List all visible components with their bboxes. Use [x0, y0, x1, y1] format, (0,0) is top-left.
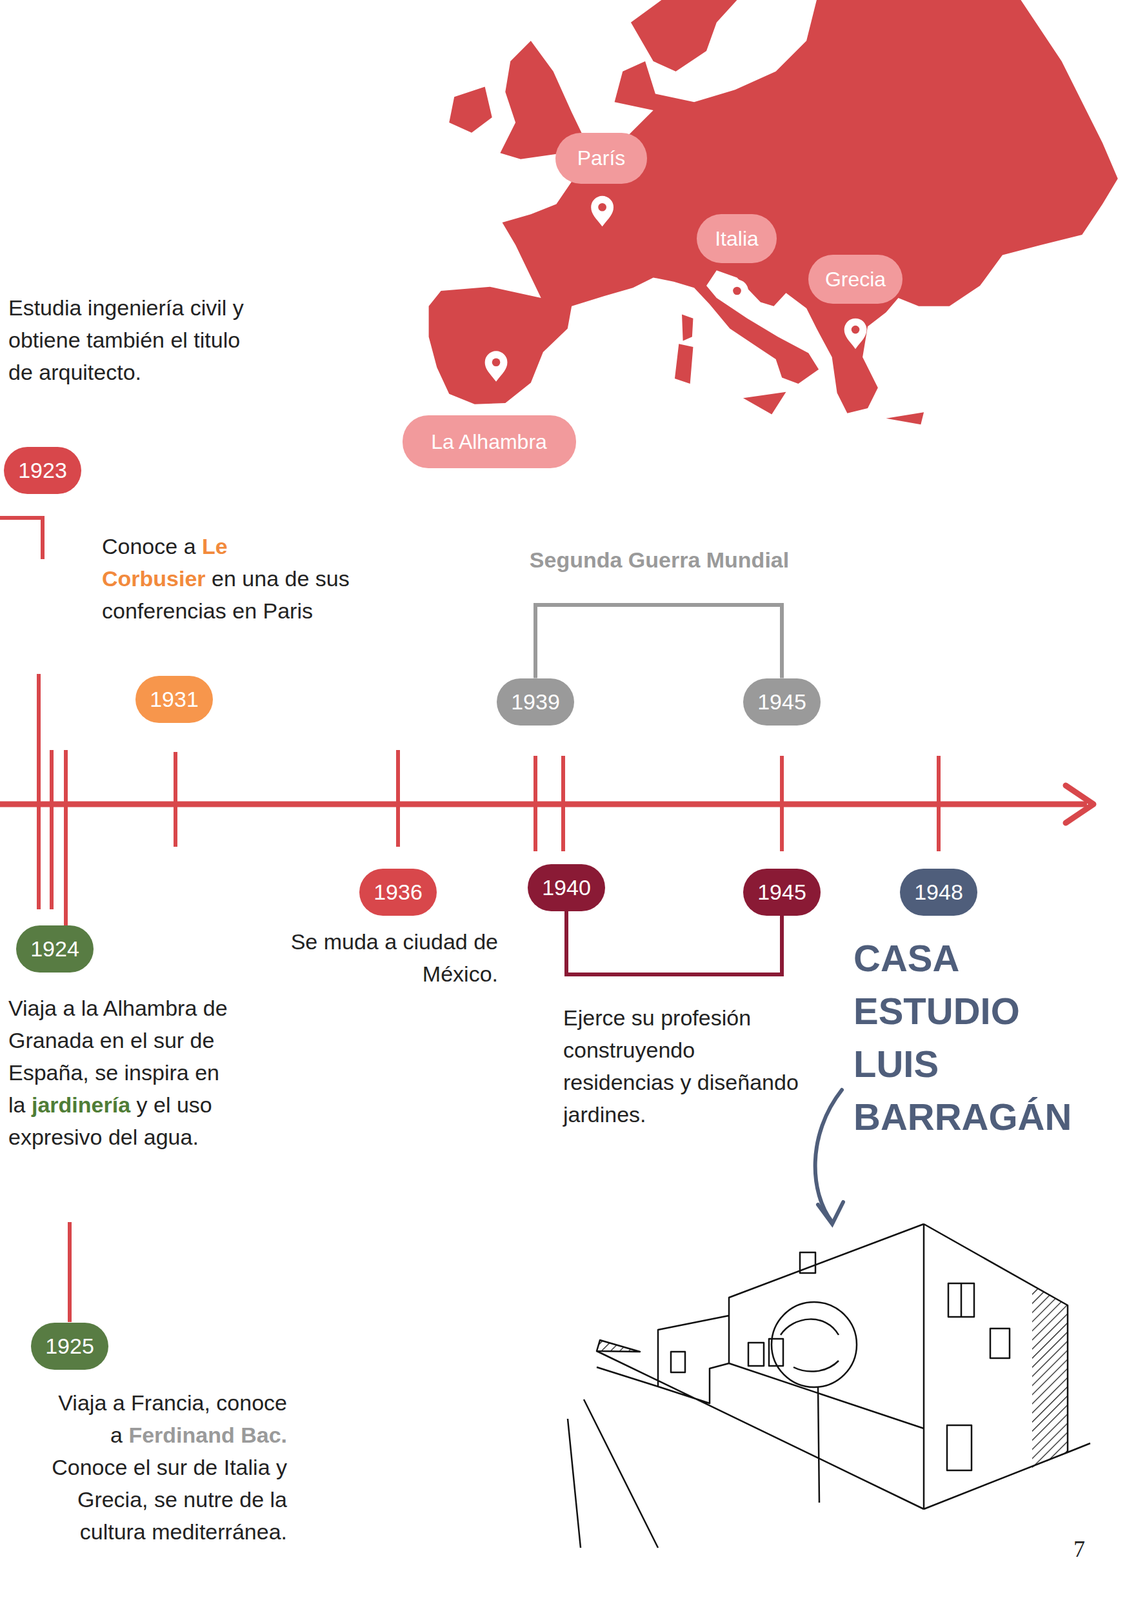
- pill-text: Italia: [714, 228, 759, 250]
- pill-text: 1948: [914, 881, 964, 904]
- bracket-connector: [535, 605, 782, 679]
- bracket-connector: [566, 911, 782, 976]
- sketch-flag: [596, 1340, 640, 1353]
- text-block: Segunda Guerra Mundial: [498, 545, 821, 575]
- highlight-text: jardinería: [31, 1092, 131, 1118]
- note-text: Se muda a ciudad de México.: [290, 929, 499, 987]
- pill-text: París: [577, 147, 626, 169]
- tick: [63, 750, 68, 929]
- note-text: Conoce el sur de Italia y Grecia, se nut…: [8, 1451, 288, 1549]
- pill-text: Grecia: [825, 269, 886, 290]
- note-text: Ejerce su profesión construyendo residen…: [563, 1005, 799, 1127]
- sketch-tree: [780, 1319, 839, 1504]
- text-block: Viaja a la Alhambra de Granada en el sur…: [8, 992, 248, 1154]
- text-block: CASA ESTUDIO LUIS BARRAGÁN: [853, 932, 1112, 1144]
- pointer-arrow: [815, 1090, 844, 1225]
- axis-arrowhead: [1065, 785, 1094, 824]
- sketch-tree: [771, 1302, 857, 1388]
- pill-text: 1939: [510, 690, 560, 713]
- highlight-text: Ferdinand Bac.: [128, 1423, 288, 1448]
- year-pill: 1945: [743, 678, 821, 726]
- pointer-head: [817, 1202, 844, 1225]
- sketch-window: [748, 1343, 764, 1367]
- year-pill: 1924: [16, 925, 94, 973]
- pin-hole: [851, 325, 860, 335]
- sketch-window: [990, 1328, 1010, 1359]
- sketch-hatching: [1032, 1286, 1068, 1469]
- sketch-outline: [567, 1224, 1091, 1549]
- year-pill: 1939: [496, 678, 575, 726]
- pill-text: 1924: [30, 937, 80, 960]
- place-pill: La Alhambra: [402, 415, 577, 469]
- pill-text: La Alhambra: [430, 431, 548, 453]
- highlight-text: Segunda Guerra Mundial: [529, 547, 789, 573]
- map-pin: [485, 350, 508, 382]
- text-block: 7: [1073, 1536, 1113, 1563]
- text-block: Viaja a Francia, conoce aFerdinand Bac.C…: [8, 1386, 288, 1549]
- sketch-window: [960, 1283, 963, 1318]
- text-block: Conoce aLe Corbusieren una de sus confer…: [101, 530, 360, 628]
- tick: [49, 750, 54, 910]
- pill-text: 1945: [757, 690, 807, 713]
- pill-text: 1945: [757, 881, 807, 904]
- year-pill: 1923: [3, 447, 82, 495]
- year-pill: 1945: [743, 868, 821, 917]
- place-pill: París: [555, 132, 648, 184]
- leader-line: [67, 1222, 72, 1323]
- year-pill: 1931: [135, 676, 213, 724]
- sketch-door: [947, 1425, 972, 1471]
- pill-text: 1931: [149, 688, 199, 711]
- sketch-chimney: [799, 1252, 816, 1274]
- sketch-window: [948, 1283, 975, 1318]
- pill-text: 1936: [373, 881, 423, 904]
- place-pill: Italia: [696, 214, 777, 264]
- leader-line: [0, 518, 43, 560]
- map-pin: [590, 196, 614, 227]
- year-pill: 1936: [359, 868, 437, 917]
- tick: [396, 750, 400, 848]
- year-pill: 1940: [527, 864, 606, 912]
- house-sketch: [567, 1224, 1091, 1549]
- note-text: 7: [1073, 1536, 1086, 1563]
- pill-text: 1925: [45, 1335, 95, 1358]
- pin-hole: [732, 287, 742, 296]
- note-text: CASA ESTUDIO LUIS BARRAGÁN: [853, 937, 1072, 1138]
- map-pins: [485, 196, 868, 382]
- year-pill: 1948: [899, 868, 978, 917]
- pin-hole: [598, 203, 607, 212]
- pill-text: 1940: [541, 876, 591, 899]
- tick: [36, 674, 41, 910]
- pin-hole: [492, 358, 501, 367]
- text-block: Estudia ingeniería civil y obtiene tambi…: [8, 291, 260, 389]
- europe-map: [428, 0, 1118, 425]
- text-block: Se muda a ciudad de México.: [264, 925, 499, 991]
- place-pill: Grecia: [808, 254, 903, 304]
- map-pin: [725, 279, 749, 311]
- map-pin: [844, 318, 868, 350]
- timeline: [0, 518, 1094, 1323]
- pin-holes: [492, 203, 860, 367]
- timeline-axis: [0, 801, 1088, 808]
- text-block: Ejerce su profesión construyendo residen…: [563, 1001, 809, 1131]
- note-text: Estudia ingeniería civil y obtiene tambi…: [8, 295, 244, 385]
- pointer-curve: [815, 1090, 842, 1223]
- sketch-window: [670, 1352, 686, 1373]
- pill-text: 1923: [18, 459, 68, 482]
- year-pill: 1925: [30, 1323, 109, 1371]
- tick: [173, 752, 178, 848]
- europe-land: [428, 0, 1118, 425]
- note-text: Conoce a: [101, 534, 197, 559]
